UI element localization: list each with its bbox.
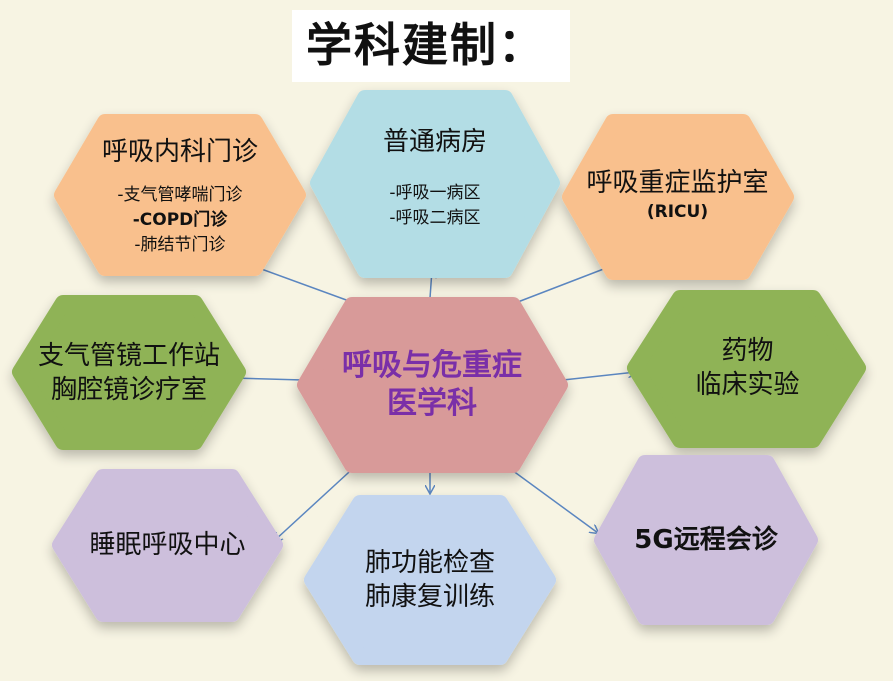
node-ward-item: -呼吸一病区 [389,182,481,203]
hex-bronchoscopy [12,295,246,450]
node-outpatient: 呼吸内科门诊 -支气管哮喘门诊 -COPD门诊 -肺结节门诊 [70,126,290,266]
node-bronchoscopy-line1: 支气管镜工作站 [37,341,220,371]
node-lung-line2: 肺康复训练 [364,582,495,612]
node-remote: 5G远程会诊 [607,515,805,565]
node-drug-line1: 药物 [721,336,774,366]
node-sleep-title: 睡眠呼吸中心 [89,530,246,560]
node-ward-title: 普通病房 [382,126,487,157]
hex-ricu [562,114,794,280]
node-drug: 药物 临床实验 [645,330,850,406]
node-outpatient-title: 呼吸内科门诊 [101,136,258,167]
node-ricu-subtitle: (RICU) [646,201,709,222]
hex-outpatient [54,114,306,276]
hex-drug [627,290,866,448]
arrow-to-ricu [509,265,614,306]
node-lung: 肺功能检查 肺康复训练 [320,540,540,620]
node-outpatient-item: -支气管哮喘门诊 [117,184,243,205]
hex-ward [310,90,560,278]
hex-lung [304,495,556,665]
center-line1: 呼吸与危重症 [342,348,522,383]
arrow-to-sleep [274,461,361,541]
node-outpatient-item: -COPD门诊 [132,209,228,230]
connector-arrows [232,263,636,541]
node-ward: 普通病房 -呼吸一病区 -呼吸二病区 [330,110,540,245]
center-line2: 医学科 [387,386,477,421]
hex-remote [594,455,818,625]
arrow-to-outpatient [245,263,361,306]
page-title: 学科建制： [306,18,546,72]
node-center: 呼吸与危重症 医学科 [312,340,552,430]
hex-sleep [52,469,283,622]
title-box [292,10,570,82]
arrow-to-drug [562,372,636,381]
node-ward-item: -呼吸二病区 [389,207,481,228]
hex-center [297,297,568,473]
node-sleep: 睡眠呼吸中心 [65,520,270,570]
arrow-to-remote [504,464,598,533]
node-remote-title: 5G远程会诊 [634,525,778,555]
node-ricu-title: 呼吸重症监护室 [586,167,769,198]
arrow-to-bronchoscopy [232,378,304,380]
node-ricu: 呼吸重症监护室 (RICU) [575,150,780,240]
node-bronchoscopy-line2: 胸腔镜诊疗室 [50,375,207,405]
node-drug-line2: 临床实验 [695,370,800,400]
node-bronchoscopy: 支气管镜工作站 胸腔镜诊疗室 [25,335,233,411]
node-outpatient-item: -肺结节门诊 [134,234,226,255]
node-lung-line1: 肺功能检查 [364,548,495,578]
